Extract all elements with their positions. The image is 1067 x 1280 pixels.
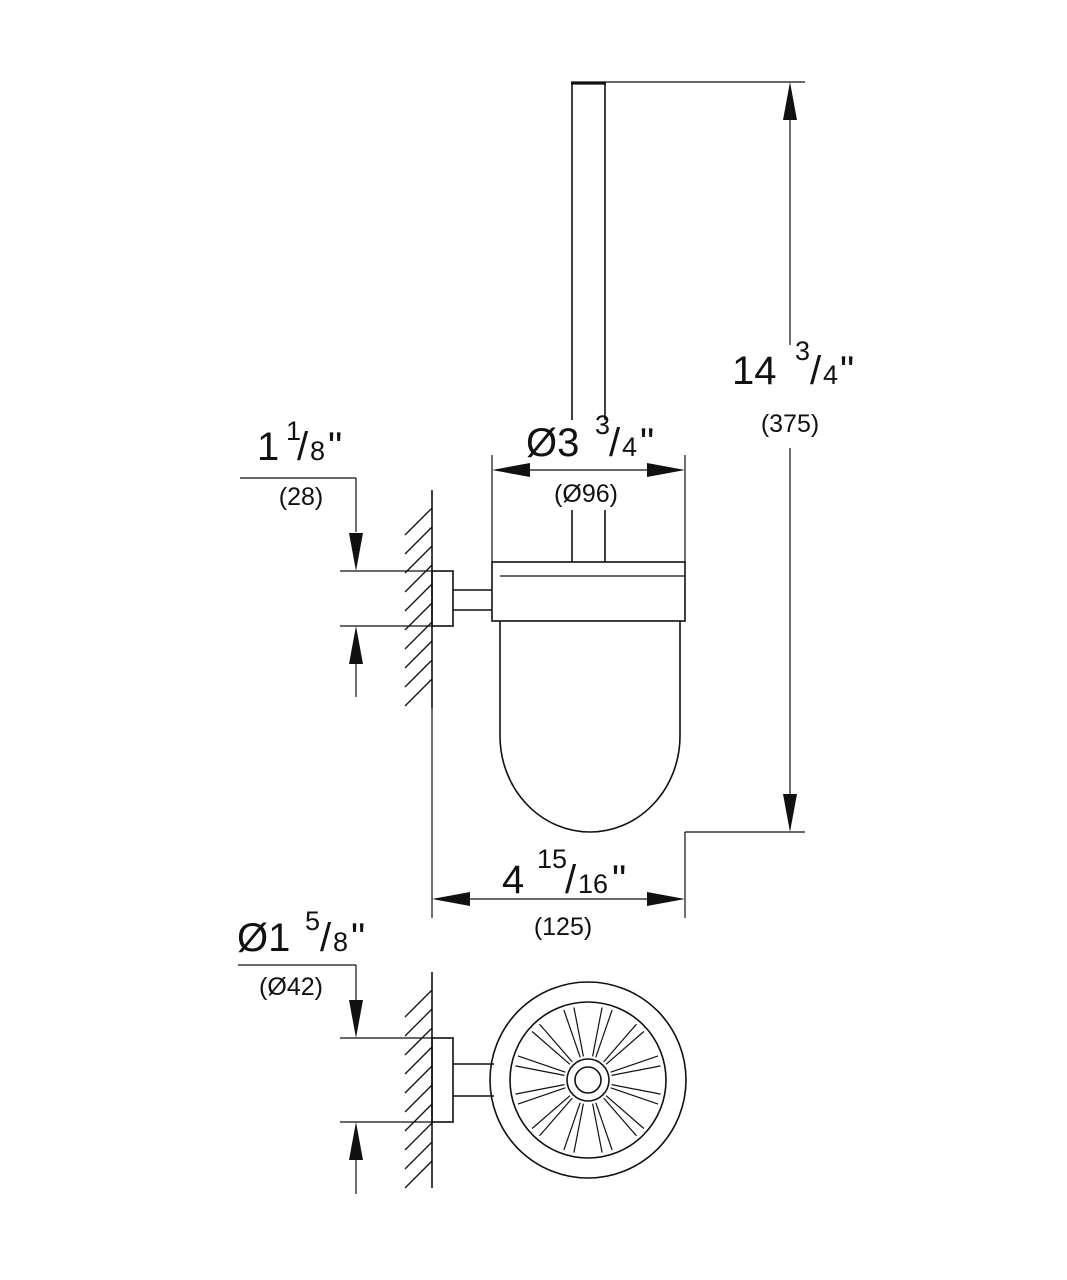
- glass-cup: [499, 621, 681, 833]
- hatch-line: [404, 1103, 433, 1132]
- bristle-spoke: [610, 1055, 659, 1073]
- bristle-spoke: [611, 1084, 661, 1095]
- projection-dimension: [431, 708, 686, 918]
- rosette-diameter-inch-mark: ": [351, 916, 365, 960]
- hatch-line: [404, 640, 433, 669]
- hatch-line: [404, 564, 433, 593]
- hatch-line: [404, 1027, 433, 1056]
- height-numerator: 3: [795, 336, 810, 366]
- bracket-height-metric: (28): [279, 483, 323, 511]
- bristle-spoke: [573, 1103, 584, 1153]
- wall-side-view: [404, 490, 433, 708]
- cup-diameter-inch-mark: ": [640, 421, 654, 465]
- brush-handle: [571, 81, 606, 562]
- hatch-line: [404, 1084, 433, 1113]
- hatch-line: [404, 1122, 433, 1151]
- rosette-diameter-prefix: Ø1: [237, 916, 290, 960]
- height-inch-mark: ": [840, 349, 854, 393]
- cup-diameter-prefix: Ø3: [526, 421, 579, 465]
- rosette-diameter-dimension: [238, 964, 432, 1194]
- bristle-spoke: [517, 1055, 566, 1073]
- cup-diameter-label: Ø3 3 / 4 " (Ø96): [526, 410, 654, 508]
- height-slash: /: [810, 349, 822, 393]
- hatch-line: [404, 1008, 433, 1037]
- hatch-line: [404, 1160, 433, 1189]
- height-metric: (375): [761, 410, 819, 438]
- bristle-spoke: [605, 1095, 645, 1129]
- hatch-line: [404, 507, 433, 536]
- projection-numerator: 15: [537, 844, 567, 874]
- bristle-spoke: [531, 1031, 571, 1065]
- bristle-spoke: [515, 1084, 565, 1095]
- hatch-line: [404, 678, 433, 707]
- bristle-spoke: [573, 1007, 584, 1057]
- bristle-spoke: [603, 1097, 637, 1137]
- height-whole: 14: [732, 349, 777, 393]
- bracket-height-slash: /: [297, 425, 309, 469]
- cup-diameter-denominator: 4: [622, 432, 637, 462]
- cup-diameter-metric-bg: [540, 480, 632, 508]
- wall-rosette-top: [431, 1037, 494, 1123]
- cup-diameter-numerator: 3: [595, 410, 610, 440]
- rosette-diameter-slash: /: [320, 916, 332, 960]
- bristle-spoke: [517, 1087, 566, 1105]
- projection-slash: /: [565, 858, 577, 902]
- bristle-spoke: [611, 1065, 661, 1076]
- height-dimension: [606, 81, 805, 833]
- cup-diameter-metric: (Ø96): [554, 480, 618, 508]
- holder-ring-side: [491, 561, 686, 622]
- bristle-spoke: [592, 1103, 603, 1153]
- bristle-spoke: [605, 1031, 645, 1065]
- bracket-height-whole: 1: [257, 425, 279, 469]
- hatch-line: [404, 659, 433, 688]
- rosette-diameter-metric: (Ø42): [259, 973, 323, 1001]
- height-label: 14 3 / 4 " (375): [732, 336, 854, 438]
- projection-label: 4 15 / 16 " (125): [502, 844, 626, 941]
- bracket-height-inch-mark: ": [328, 425, 342, 469]
- bracket-height-dimension: [240, 477, 432, 697]
- cup-diameter-slash: /: [609, 421, 621, 465]
- bracket-height-label: 1 1 / 8 " (28): [257, 416, 342, 511]
- rosette-diameter-denominator: 8: [333, 927, 348, 957]
- bristle-spoke: [592, 1007, 603, 1057]
- svg-text:14: 14: [732, 349, 777, 393]
- hatch-line: [404, 526, 433, 555]
- bristle-spoke: [539, 1023, 573, 1063]
- bristle-spoke: [610, 1087, 659, 1105]
- hatch-line: [404, 583, 433, 612]
- projection-whole: 4: [502, 858, 524, 902]
- holder-ring-top: [489, 981, 687, 1179]
- projection-denominator: 16: [578, 869, 608, 899]
- bristle-spoke: [595, 1102, 613, 1151]
- bracket-height-denominator: 8: [310, 436, 325, 466]
- bristle-spoke: [563, 1102, 581, 1151]
- bracket-height-numerator: 1: [286, 416, 301, 446]
- hatch-line: [404, 989, 433, 1018]
- brush-bristle-spokes: [515, 1007, 661, 1153]
- wall-hatching-side: [404, 507, 433, 707]
- height-denominator: 4: [823, 360, 838, 390]
- rosette-diameter-numerator: 5: [305, 906, 320, 936]
- hatch-line: [404, 545, 433, 574]
- bristle-spoke: [563, 1009, 581, 1058]
- hatch-line: [404, 1141, 433, 1170]
- bristle-spoke: [539, 1097, 573, 1137]
- wall-rosette-side: [431, 570, 492, 627]
- bristle-spoke: [531, 1095, 571, 1129]
- bristle-spoke: [595, 1009, 613, 1058]
- wall-top-view: [404, 972, 433, 1189]
- bristle-spoke: [603, 1023, 637, 1063]
- wall-hatching-top: [404, 989, 433, 1189]
- projection-metric: (125): [534, 913, 592, 941]
- cup-diameter-dimension: [491, 455, 686, 562]
- hatch-line: [404, 1065, 433, 1094]
- rosette-diameter-label: Ø1 5 / 8 " (Ø42): [237, 906, 365, 1001]
- hatch-line: [404, 1046, 433, 1075]
- projection-inch-mark: ": [612, 858, 626, 902]
- bristle-spoke: [515, 1065, 565, 1076]
